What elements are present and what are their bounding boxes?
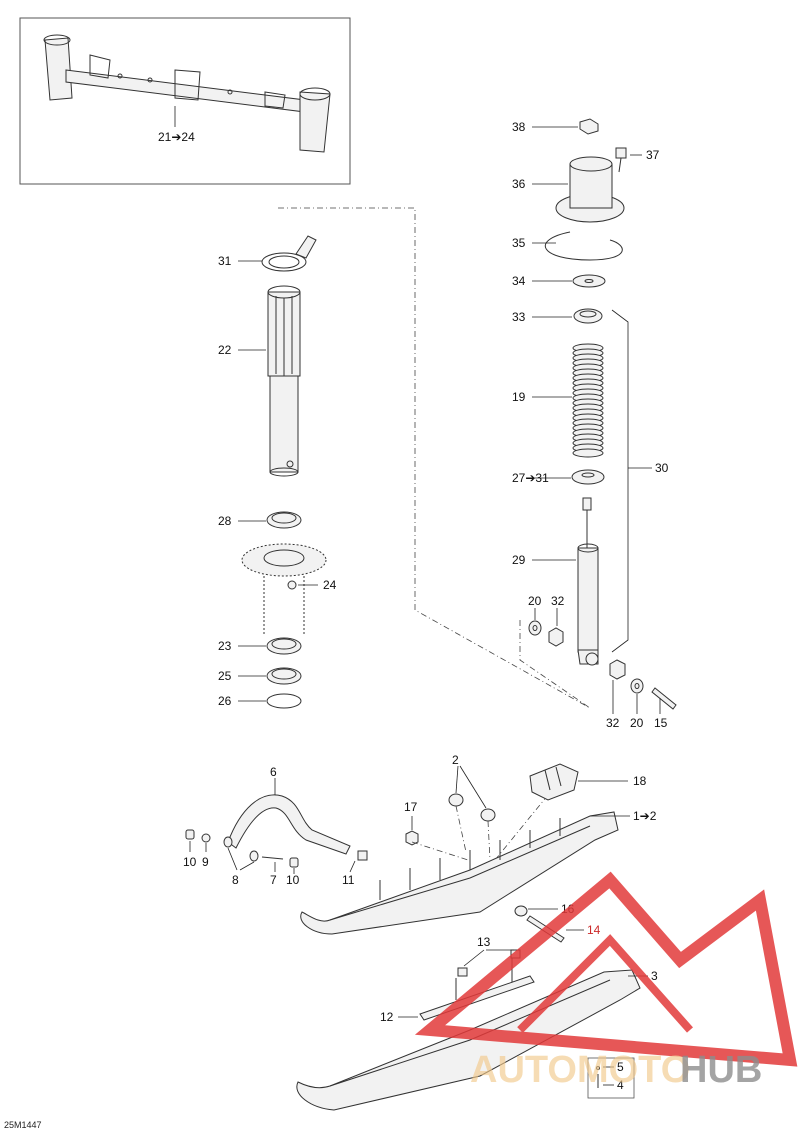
label-17: 17 [404, 800, 418, 814]
label-25: 25 [218, 669, 232, 683]
part-8-washers [223, 836, 259, 862]
label-26: 26 [218, 694, 232, 708]
label-22: 28 [218, 514, 232, 528]
label-37: 37 [646, 148, 660, 162]
label-35: 35 [512, 236, 526, 250]
assembly-dash-2 [519, 620, 591, 709]
part-37-screw [615, 147, 627, 173]
part-1-ski [300, 811, 619, 935]
part-17-bushing [405, 830, 419, 846]
label-19: 22 [218, 343, 232, 357]
label-20b: 20 [630, 716, 644, 730]
part-3-ski-lower [296, 969, 641, 1111]
label-24: 24 [323, 578, 337, 592]
label-23: 23 [218, 639, 232, 653]
label-12: 12 [380, 1010, 394, 1024]
label-18: 18 [633, 774, 647, 788]
part-29-seat [571, 469, 605, 485]
part-10-cap-a [185, 829, 195, 840]
part-22-bushing [266, 511, 302, 529]
part-15-bolt [651, 687, 677, 710]
label-32a: 32 [551, 594, 565, 608]
part-36-cap [555, 156, 625, 223]
assembly-dash-1 [278, 207, 591, 709]
label-10a: 10 [183, 855, 197, 869]
part-20-bushing-a [528, 620, 542, 636]
label-36: 36 [512, 177, 526, 191]
part-2-bushings [448, 793, 496, 822]
label-4: 4 [617, 1078, 624, 1092]
label-9: 9 [202, 855, 209, 869]
part-10-cap-b [289, 857, 299, 868]
part-housing-flange [241, 543, 327, 635]
diagram-code: 25M1447 [4, 1120, 42, 1130]
label-11: 11 [342, 873, 355, 887]
watermark-logo: AUTOMOTO HUB [414, 871, 798, 1091]
watermark-auto: AUTOMOTO [470, 1049, 690, 1091]
part-11-nut [357, 850, 368, 861]
part-30-spring [572, 343, 604, 458]
part-6-handle [227, 794, 351, 855]
part-32-sleeve-a [548, 627, 564, 647]
fit-dash-2a [455, 805, 467, 853]
part-16-washer [514, 905, 528, 917]
front-cross-member [43, 34, 331, 153]
label-21-24: 21➔24 [158, 130, 195, 144]
part-31-retainer [573, 308, 603, 324]
part-5-4-inset [587, 1057, 635, 1099]
bracket-27-31 [611, 309, 629, 653]
fit-dash-17 [411, 841, 469, 861]
fit-dash-18 [494, 794, 549, 861]
fit-dash-2b [487, 820, 491, 861]
label-7: 7 [270, 873, 277, 887]
label-30: 19 [512, 390, 526, 404]
part-32-sleeve-b [609, 659, 626, 680]
label-28: 29 [512, 553, 526, 567]
part-28-shock [577, 497, 599, 666]
part-34-lock-ring [261, 235, 317, 272]
part-33-washer [572, 274, 606, 288]
part-35-clip [545, 231, 623, 261]
part-7-bolt [261, 856, 284, 860]
part-23-bushing [266, 637, 302, 655]
part-26-circlip [266, 693, 302, 709]
part-24-grease-fitting [287, 580, 297, 590]
label-6: 6 [270, 765, 277, 779]
label-14: 14 [587, 923, 601, 937]
part-20-bushing-b [630, 678, 644, 694]
label-27-31: 30 [655, 461, 669, 475]
label-15: 15 [654, 716, 668, 730]
label-5: 5 [617, 1060, 624, 1074]
label-1-2: 1➔2 [633, 809, 657, 823]
label-3: 3 [651, 969, 658, 983]
spring-coil [572, 448, 604, 458]
label-34: 31 [218, 254, 232, 268]
label-20a: 20 [528, 594, 542, 608]
part-9-nut [201, 833, 211, 843]
part-25-bushing [266, 667, 302, 685]
part-18-wear-pad [529, 763, 579, 801]
label-33: 34 [512, 274, 526, 288]
label-29: 27➔31 [512, 471, 549, 485]
label-32b: 32 [606, 716, 620, 730]
part-19-spindle [267, 285, 301, 477]
inset-frame [19, 17, 351, 185]
label-38: 38 [512, 120, 526, 134]
label-8: 8 [232, 873, 239, 887]
label-31: 33 [512, 310, 526, 324]
part-38-nut [579, 118, 599, 135]
label-2: 2 [452, 753, 459, 767]
watermark-hub: HUB [680, 1049, 762, 1091]
label-13: 13 [477, 935, 491, 949]
label-10b: 10 [286, 873, 300, 887]
